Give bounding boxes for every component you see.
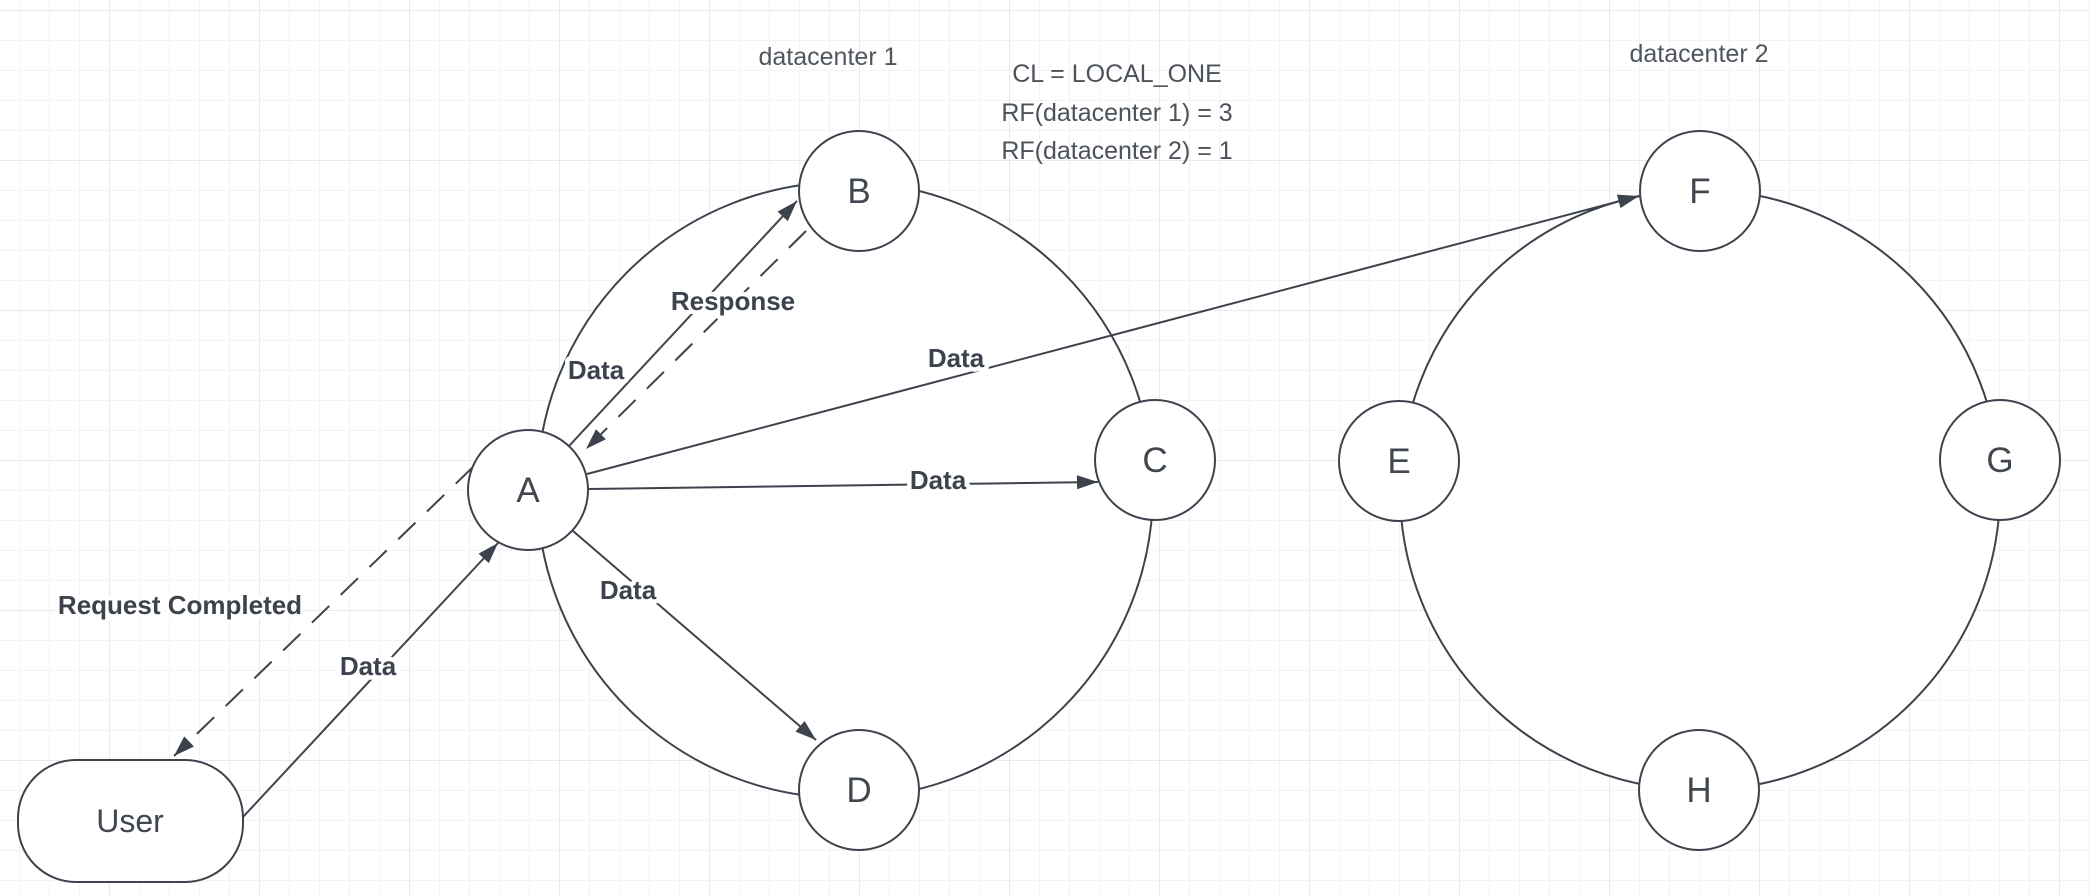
node-h[interactable]: H	[1638, 729, 1760, 851]
node-f-label: F	[1689, 172, 1710, 211]
edge-a-to-user-request-completed[interactable]	[173, 466, 474, 757]
node-d-label: D	[846, 771, 871, 810]
datacenter2-ring[interactable]	[1399, 189, 2001, 791]
node-h-label: H	[1686, 771, 1711, 810]
edge-label-request-completed: Request Completed	[58, 590, 302, 620]
edge-label-a-to-f: Data	[928, 343, 985, 373]
annotation-rf1-line: RF(datacenter 1) = 3	[1001, 99, 1232, 127]
edge-label-a-to-c: Data	[910, 465, 967, 495]
edge-label-a-to-b: Data	[568, 355, 625, 385]
node-g-label: G	[1986, 441, 2013, 480]
node-g-circle[interactable]	[1939, 399, 2061, 521]
node-c-circle[interactable]	[1094, 399, 1216, 521]
node-d[interactable]: D	[798, 729, 920, 851]
node-g[interactable]: G	[1939, 399, 2061, 521]
node-a-circle[interactable]	[467, 429, 589, 551]
node-b[interactable]: B	[798, 130, 920, 252]
datacenter1-ring[interactable]	[536, 181, 1154, 799]
edge-label-user-to-a: Data	[340, 651, 397, 681]
edge-a-to-f[interactable]	[586, 194, 1640, 475]
node-e-circle[interactable]	[1338, 400, 1460, 522]
edge-b-to-a-response[interactable]	[585, 230, 807, 450]
node-d-circle[interactable]	[798, 729, 920, 851]
edge-label-b-to-a-response: Response	[671, 286, 795, 316]
annotation-cl-line: CL = LOCAL_ONE	[1012, 60, 1222, 88]
edge-a-to-b[interactable]	[568, 200, 798, 447]
node-c[interactable]: C	[1094, 399, 1216, 521]
node-f[interactable]: F	[1639, 130, 1761, 252]
node-b-circle[interactable]	[798, 130, 920, 252]
edge-label-a-to-d: Data	[600, 575, 657, 605]
node-b-label: B	[847, 172, 870, 211]
user-box[interactable]	[17, 759, 244, 883]
node-a-label: A	[516, 471, 540, 510]
node-h-circle[interactable]	[1638, 729, 1760, 851]
node-c-label: C	[1142, 441, 1167, 480]
edge-user-to-a[interactable]	[242, 542, 499, 818]
user-box-label: User	[96, 803, 164, 839]
edge-a-to-c[interactable]	[587, 475, 1099, 490]
datacenter2-title: datacenter 2	[1630, 40, 1769, 68]
node-e[interactable]: E	[1338, 400, 1460, 522]
user-shape[interactable]: User	[17, 759, 244, 883]
node-f-circle[interactable]	[1639, 130, 1761, 252]
node-e-label: E	[1387, 442, 1410, 481]
edge-a-to-d[interactable]	[572, 530, 817, 741]
node-a[interactable]: A	[467, 429, 589, 551]
annotation-rf2-line: RF(datacenter 2) = 1	[1001, 137, 1232, 165]
consistency-annotation: CL = LOCAL_ONE RF(datacenter 1) = 3 RF(d…	[1001, 60, 1232, 165]
datacenter1-title: datacenter 1	[759, 43, 898, 71]
